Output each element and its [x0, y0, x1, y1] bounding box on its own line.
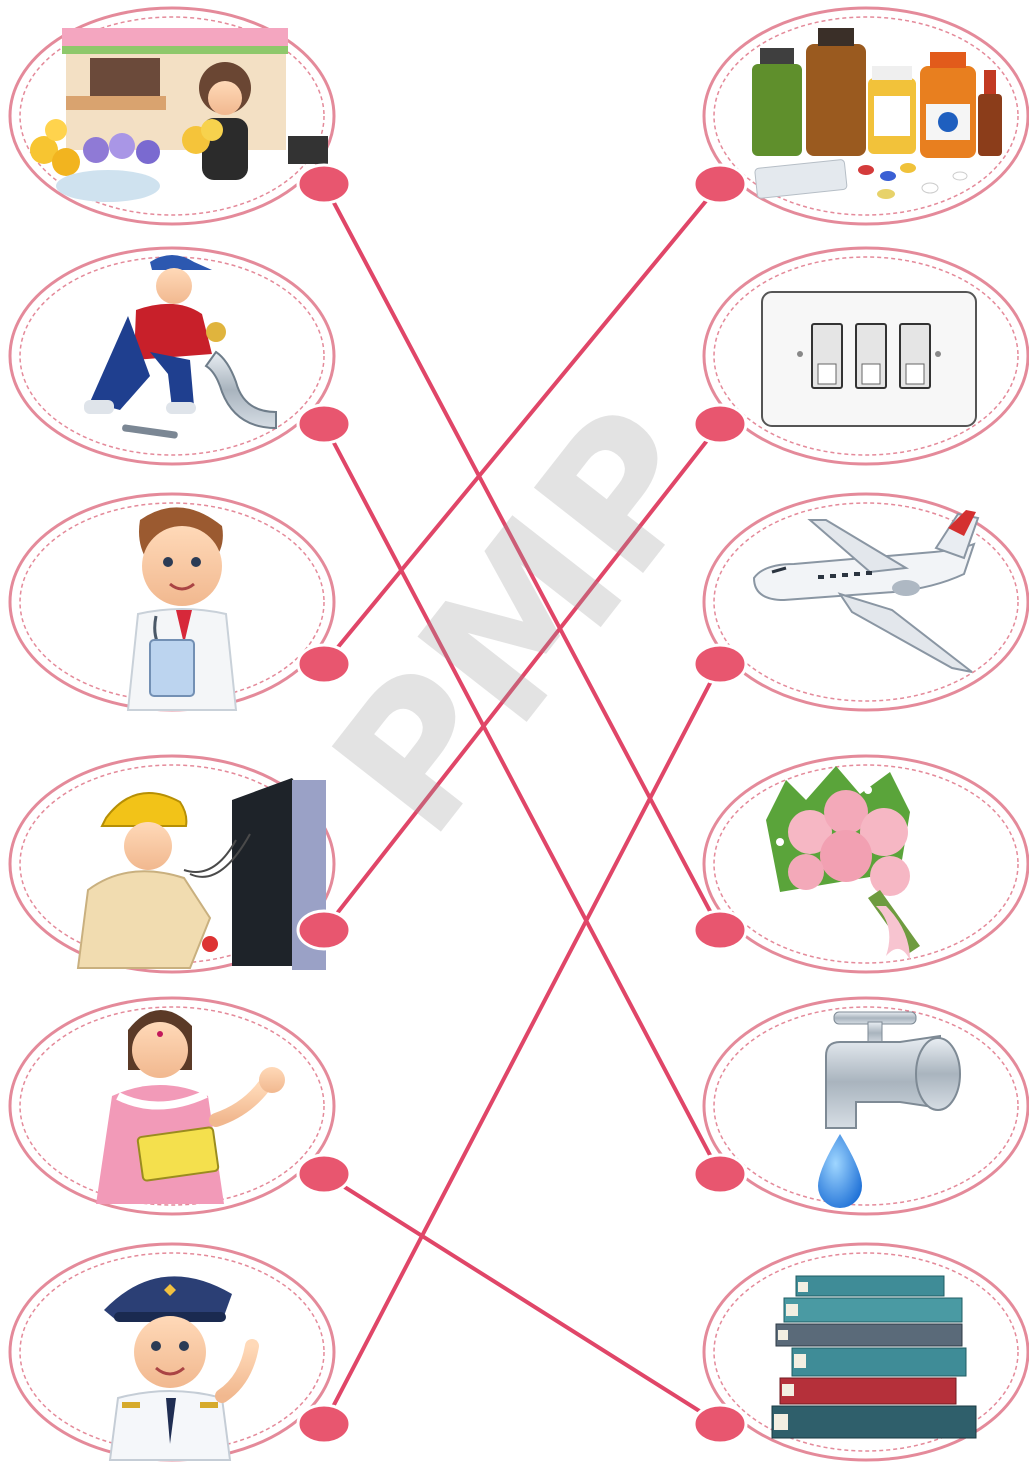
connect-dot-flower-bouquet[interactable]: [694, 911, 746, 949]
connect-dot-books[interactable]: [694, 1405, 746, 1443]
connect-dot-teacher[interactable]: [298, 1155, 350, 1193]
connect-dot-water-tap[interactable]: [694, 1155, 746, 1193]
bubble-pilot: [10, 1244, 334, 1460]
bubble-plumber: [10, 248, 334, 464]
connect-dot-aeroplane[interactable]: [694, 645, 746, 683]
bubble-teacher: [10, 998, 334, 1214]
connect-dot-switch-board[interactable]: [694, 405, 746, 443]
connect-dot-medicines[interactable]: [694, 165, 746, 203]
connect-dot-florist[interactable]: [298, 165, 350, 203]
bubble-aeroplane: [704, 494, 1028, 710]
connect-dot-plumber[interactable]: [298, 405, 350, 443]
light-switch-icon: [762, 292, 976, 426]
bubble-switch-board: [704, 248, 1028, 464]
bubble-flower-bouquet: [704, 756, 1028, 972]
bubble-books: [704, 1244, 1028, 1460]
match-line-teacher-to-books: [324, 1174, 720, 1424]
bubble-medicines: [704, 8, 1028, 224]
connection-dots: [298, 165, 746, 1443]
stack-of-books-icon: [772, 1276, 976, 1438]
connect-dot-electrician[interactable]: [298, 911, 350, 949]
bubble-florist: [10, 8, 334, 224]
connect-dot-pilot[interactable]: [298, 1405, 350, 1443]
bubble-water-tap: [704, 998, 1028, 1214]
bubble-doctor: [10, 494, 334, 710]
bubble-electrician: [10, 756, 334, 972]
